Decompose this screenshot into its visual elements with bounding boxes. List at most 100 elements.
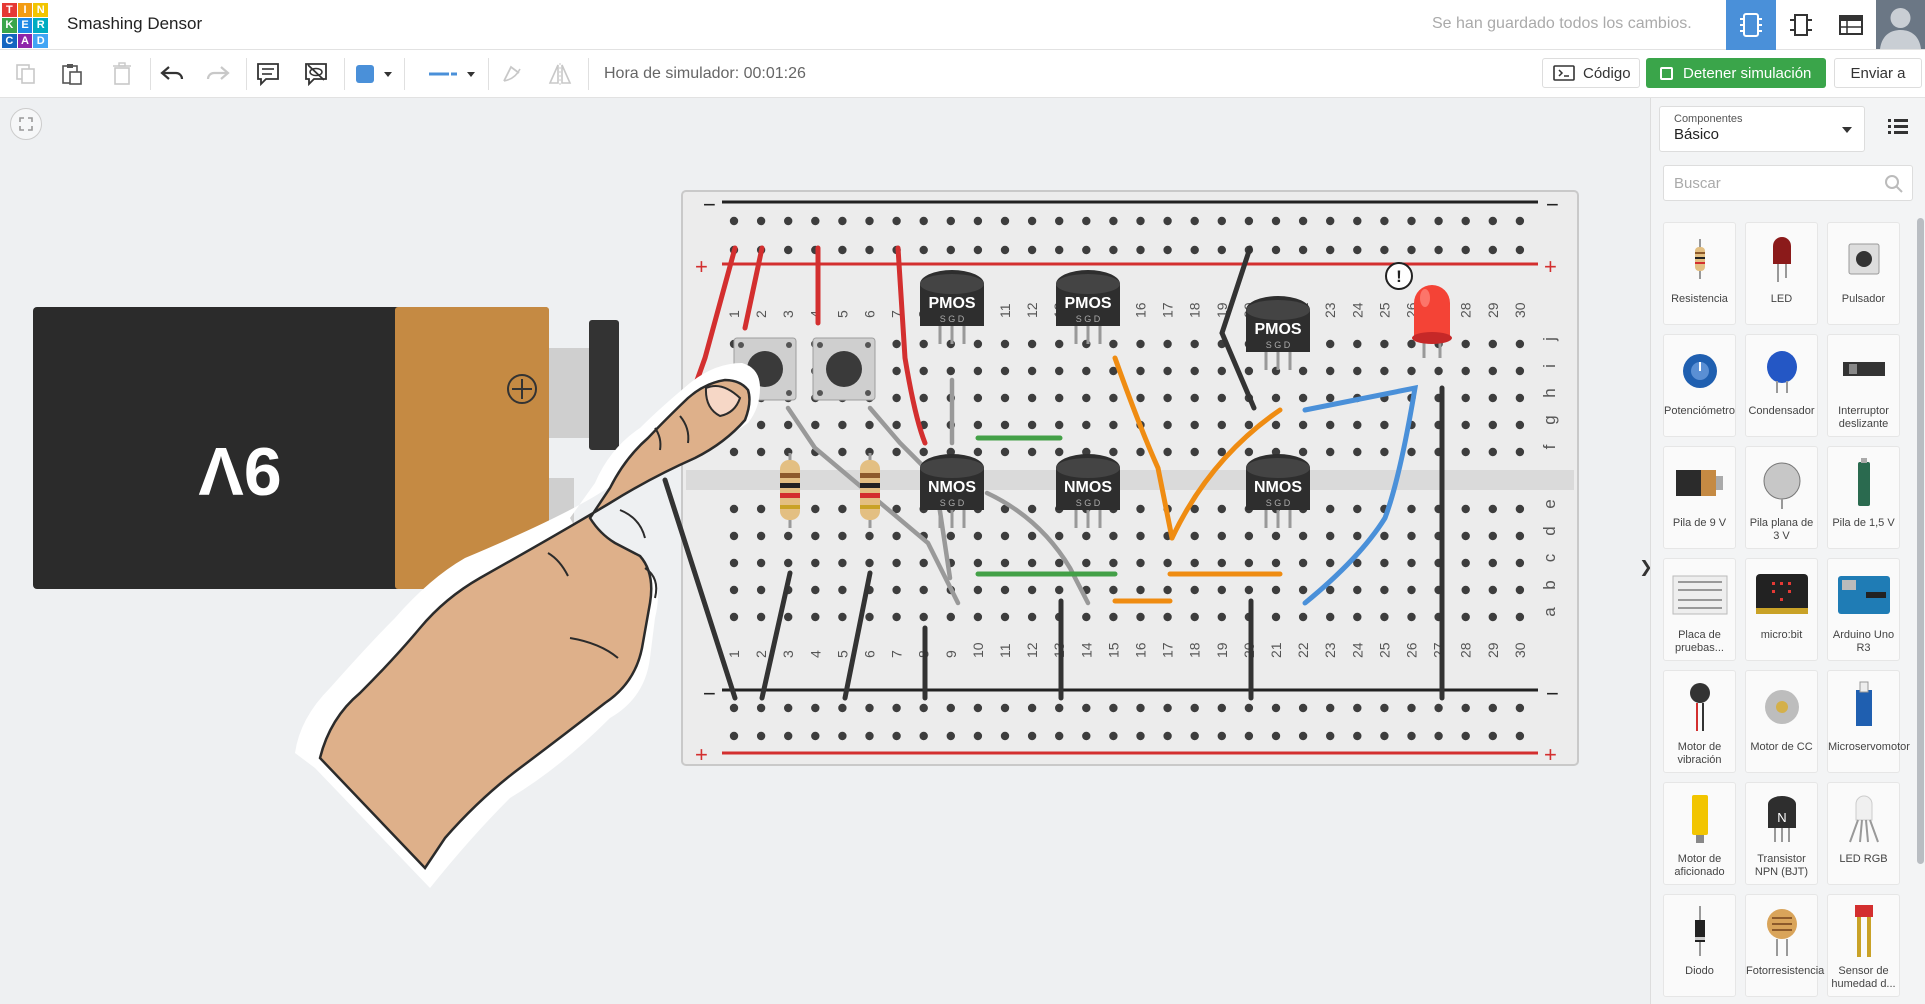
- breadboard-hole: [1380, 245, 1389, 255]
- color-picker[interactable]: [352, 58, 396, 90]
- breadboard-hole: [1461, 216, 1470, 226]
- tinkercad-logo[interactable]: T I N K E R C A D: [2, 3, 48, 48]
- column-number: 16: [1133, 642, 1149, 658]
- user-avatar[interactable]: [1876, 0, 1925, 49]
- rotate-button[interactable]: [496, 58, 528, 90]
- component-name: Potenciómetro: [1664, 405, 1735, 417]
- schematic-view-button[interactable]: [1776, 0, 1826, 50]
- fit-view-button[interactable]: [10, 108, 42, 140]
- component-list-view-button[interactable]: [1826, 0, 1876, 50]
- collapse-panel-button[interactable]: ❯: [1639, 559, 1653, 576]
- breadboard-hole: [1000, 531, 1010, 541]
- row-letter: h: [1540, 388, 1559, 397]
- component-card[interactable]: Motor de CC: [1745, 670, 1818, 773]
- component-card[interactable]: Diodo: [1663, 894, 1736, 997]
- category-value: Básico: [1674, 126, 1720, 143]
- component-card[interactable]: Sensor de humedad d...: [1827, 894, 1900, 997]
- list-view-button[interactable]: [1887, 116, 1913, 142]
- redo-button[interactable]: [202, 58, 234, 90]
- battery-9v[interactable]: 9V: [33, 307, 619, 589]
- component-card[interactable]: LED RGB: [1827, 782, 1900, 885]
- send-to-button[interactable]: Enviar a: [1834, 58, 1922, 88]
- component-card[interactable]: Resistencia: [1663, 222, 1736, 325]
- component-card[interactable]: Motor de vibración: [1663, 670, 1736, 773]
- wires[interactable]: [662, 245, 1445, 701]
- hobby-motor-icon: [1664, 789, 1735, 849]
- notes-button[interactable]: [252, 58, 284, 90]
- panel-scrollbar[interactable]: [1917, 218, 1924, 864]
- breadboard-hole: [838, 612, 847, 622]
- component-card[interactable]: Microservomotor: [1827, 670, 1910, 773]
- led-red[interactable]: [1412, 285, 1452, 358]
- breadboard-hole: [1461, 731, 1470, 741]
- breadboard-hole: [1380, 531, 1389, 541]
- component-card[interactable]: Pila de 9 V: [1663, 446, 1736, 549]
- component-name: Pulsador: [1841, 293, 1886, 305]
- breadboard-hole: [1515, 447, 1525, 457]
- component-card[interactable]: Arduino Uno R3: [1827, 558, 1900, 661]
- potentiometer-icon: [1664, 341, 1735, 401]
- component-card[interactable]: Interruptor deslizante: [1827, 334, 1900, 437]
- breadboard-hole: [811, 612, 820, 622]
- resistor[interactable]: [860, 453, 880, 528]
- component-card[interactable]: Fotorresistencia: [1745, 894, 1824, 997]
- wire-style-icon: [429, 72, 457, 76]
- breadboard-hole: [1136, 531, 1145, 541]
- column-number: 23: [1322, 302, 1338, 318]
- breadboard-hole: [865, 731, 874, 741]
- code-button[interactable]: Código: [1542, 58, 1640, 88]
- copy-button[interactable]: [10, 58, 42, 90]
- warning-mark: !: [1396, 267, 1402, 286]
- breadboard-hole: [1190, 216, 1199, 226]
- paste-button[interactable]: [56, 58, 88, 90]
- column-number: 23: [1322, 642, 1338, 658]
- search-icon[interactable]: [1884, 174, 1904, 194]
- breadboard-hole: [919, 339, 928, 349]
- breadboard-hole: [973, 447, 983, 457]
- breadboard-hole: [946, 731, 955, 741]
- component-card[interactable]: Potenciómetro: [1663, 334, 1736, 437]
- delete-button[interactable]: [106, 58, 138, 90]
- component-card[interactable]: Condensador: [1745, 334, 1818, 437]
- component-card[interactable]: Pila plana de 3 V: [1745, 446, 1818, 549]
- flip-button[interactable]: [544, 58, 576, 90]
- toggle-notes-visibility-button[interactable]: [300, 58, 332, 90]
- circuit-view-button[interactable]: [1726, 0, 1776, 50]
- resistor[interactable]: [780, 453, 800, 528]
- row-letter: i: [1540, 364, 1559, 368]
- vibration-motor-icon: [1664, 677, 1735, 737]
- circuit-canvas[interactable]: − + − + − + − + 123456789101112131415161…: [0, 98, 1650, 1004]
- breadboard-hole: [1461, 585, 1470, 595]
- component-category-select[interactable]: Componentes Básico: [1659, 106, 1865, 152]
- breadboard-hole: [1082, 731, 1091, 741]
- breadboard-hole: [1163, 339, 1172, 349]
- breadboard-hole: [1027, 420, 1037, 430]
- warning-icon[interactable]: !: [1385, 262, 1413, 290]
- component-card[interactable]: LED: [1745, 222, 1818, 325]
- component-card[interactable]: Motor de aficionado: [1663, 782, 1736, 885]
- simulation-timer: Hora de simulador: 00:01:26: [604, 65, 806, 82]
- component-card[interactable]: Placa de pruebas...: [1663, 558, 1736, 661]
- stop-simulation-button[interactable]: Detener simulación: [1646, 58, 1826, 88]
- wire-type-picker[interactable]: [424, 58, 480, 90]
- dc-motor-icon: [1746, 677, 1817, 737]
- search-input[interactable]: [1664, 166, 1864, 200]
- breadboard-hole: [784, 531, 793, 541]
- breadboard-hole: [1407, 366, 1416, 376]
- project-title[interactable]: Smashing Densor: [67, 14, 203, 33]
- pushbutton[interactable]: [812, 337, 876, 401]
- logo-letter: T: [2, 3, 17, 18]
- component-card[interactable]: Pulsador: [1827, 222, 1900, 325]
- breadboard-hole: [1461, 393, 1470, 403]
- undo-button[interactable]: [156, 58, 188, 90]
- component-card[interactable]: micro:bit: [1745, 558, 1818, 661]
- component-card[interactable]: Pila de 1,5 V: [1827, 446, 1900, 549]
